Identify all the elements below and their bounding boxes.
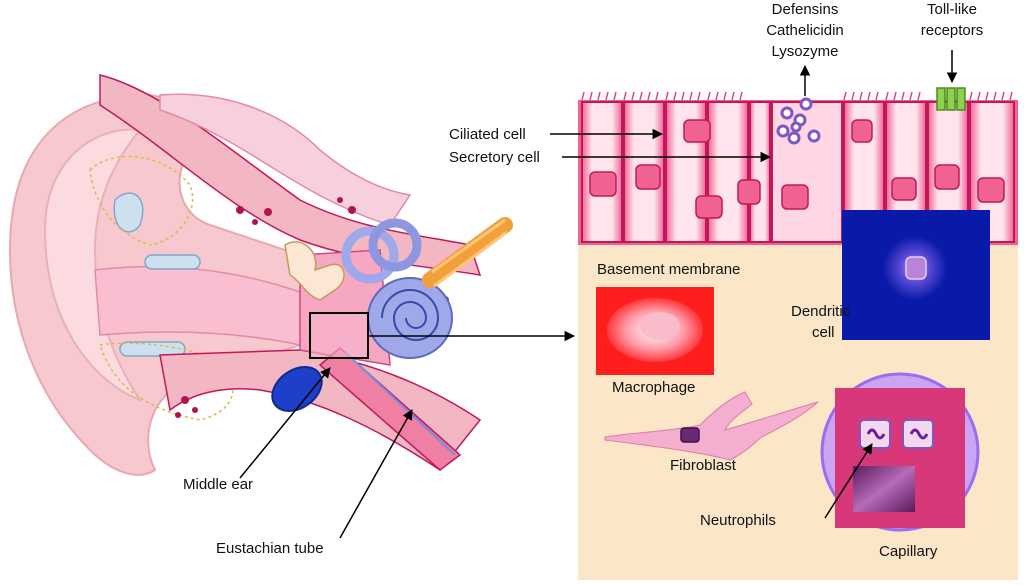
- cilia: [581, 91, 1013, 101]
- secretory-cell-body: [771, 101, 843, 243]
- fatty-tissue-upper: [89, 155, 194, 246]
- fibroblast: [604, 391, 819, 461]
- temporal-bone-lower: [159, 349, 482, 472]
- label-eustachian-tube: Eustachian tube: [216, 540, 324, 557]
- label-receptors: receptors: [920, 22, 984, 39]
- label-cathelicidin: Cathelicidin: [766, 22, 844, 39]
- label-dendritic-cell: cell: [812, 324, 835, 341]
- pointer-arrows: [239, 50, 958, 539]
- cochlea: [367, 277, 453, 359]
- cell-nuclei: [589, 119, 1005, 219]
- toll-like-receptors: [936, 87, 966, 111]
- label-capillary: Capillary: [879, 543, 938, 560]
- eustachian-tube-inner: [344, 351, 456, 456]
- cartilage-upper-bar: [144, 254, 201, 270]
- cartilage-lower-bar: [119, 341, 186, 357]
- ossicles: [284, 241, 345, 301]
- vestibulocochlear-nerve: [422, 217, 513, 288]
- ear-anatomy: [8, 74, 513, 476]
- temporal-bone-upper: [99, 74, 482, 276]
- macrophage-nucleus: [640, 312, 680, 340]
- fibroblast-nucleus: [680, 427, 700, 443]
- semicircular-canals: [341, 218, 422, 284]
- eustachian-tube: [318, 347, 462, 471]
- label-ciliated-cell: Ciliated cell: [449, 126, 526, 143]
- neutrophils: [859, 419, 934, 449]
- brain-region: [159, 93, 412, 226]
- auricle-fold: [43, 128, 143, 403]
- label-defensins: Defensins: [771, 1, 839, 18]
- label-lysozyme: Lysozyme: [771, 43, 839, 60]
- mucosa-inset: [578, 87, 1018, 580]
- jugular-vein: [271, 366, 323, 412]
- red-blood-cell: [853, 466, 915, 512]
- label-fibroblast: Fibroblast: [670, 457, 736, 474]
- label-toll-like: Toll-like: [926, 1, 977, 18]
- label-neutrophils: Neutrophils: [700, 512, 776, 529]
- cartilage-upper: [113, 192, 144, 233]
- dendritic-nucleus: [905, 256, 927, 280]
- label-basement-membrane: Basement membrane: [597, 261, 741, 278]
- antimicrobial-granules: [776, 97, 821, 145]
- label-macrophage: Macrophage: [612, 379, 696, 396]
- label-middle-ear: Middle ear: [183, 476, 254, 493]
- middle-ear-highlight-box: [309, 312, 369, 359]
- label-secretory-cell: Secretory cell: [449, 149, 540, 166]
- label-dendritic: Dendritic: [791, 303, 851, 320]
